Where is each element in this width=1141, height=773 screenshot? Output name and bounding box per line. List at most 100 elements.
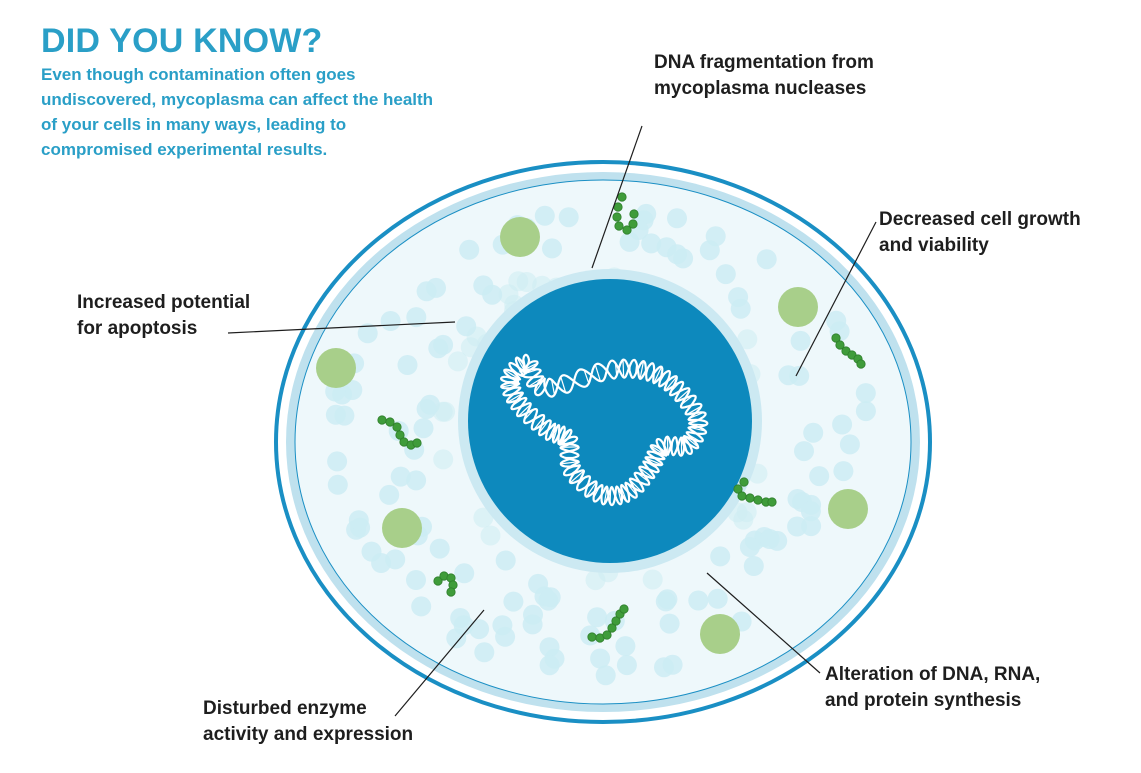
- mycoplasma-cell: [831, 333, 841, 343]
- vesicle: [655, 591, 676, 612]
- vesicle: [839, 434, 860, 455]
- vesicle: [327, 451, 348, 472]
- mycoplasma-cell: [433, 576, 443, 586]
- leader-line-synthesis: [706, 572, 821, 674]
- vesicle: [737, 329, 758, 350]
- vesicle: [454, 563, 475, 584]
- dna-rung: [653, 366, 663, 384]
- mycoplasma-cell: [612, 212, 622, 222]
- vesicle: [800, 501, 821, 522]
- mycoplasma-cell: [629, 209, 639, 219]
- dna-rung: [560, 461, 579, 465]
- vesicle: [539, 655, 560, 676]
- dna-icon: [499, 353, 709, 507]
- vesicle: [743, 556, 764, 576]
- vesicle: [357, 323, 378, 344]
- mycoplasma-icon: [377, 415, 422, 450]
- dna-rung: [560, 376, 567, 393]
- organelle-icon: [500, 217, 540, 257]
- vesicle: [736, 502, 757, 523]
- vesicle: [459, 239, 480, 260]
- mycoplasma-cell: [385, 417, 395, 427]
- vesicle: [379, 484, 400, 505]
- vesicle: [826, 310, 847, 331]
- organelle-icon: [316, 348, 356, 388]
- dna-rung: [560, 446, 579, 448]
- vesicle: [590, 648, 611, 669]
- vesicle: [542, 238, 562, 259]
- dna-rung: [664, 376, 678, 391]
- cell-membrane-outer: [274, 160, 932, 724]
- dna-rung: [517, 403, 532, 417]
- callout-dna-fragmentation: DNA fragmentation from mycoplasma nuclea…: [654, 50, 874, 102]
- vesicle: [787, 516, 808, 537]
- mycoplasma-cell: [856, 359, 866, 369]
- vesicle: [390, 466, 411, 487]
- vesicle: [739, 537, 760, 557]
- vesicle: [456, 316, 477, 337]
- vesicle: [707, 588, 728, 609]
- callout-line: for apoptosis: [77, 318, 198, 339]
- mycoplasma-icon: [831, 333, 866, 369]
- vesicle: [473, 507, 494, 528]
- vesicle: [558, 207, 579, 228]
- vesicle: [416, 281, 437, 302]
- mycoplasma-cell: [617, 192, 627, 202]
- dna-rung: [551, 379, 556, 395]
- vesicle: [688, 590, 709, 611]
- mycoplasma-icon: [433, 571, 458, 597]
- vesicle: [522, 614, 543, 635]
- organelle-icon: [700, 614, 740, 654]
- leader-line-dna-fragmentation: [591, 125, 643, 269]
- vesicle: [474, 642, 495, 663]
- organelle-icon: [382, 508, 422, 548]
- mycoplasma-cell: [607, 623, 617, 633]
- dna-rung: [639, 361, 645, 379]
- dna-rung: [639, 467, 654, 479]
- vesicle: [495, 550, 516, 571]
- callout-line: Decreased cell growth: [879, 209, 1081, 230]
- vesicle: [433, 449, 454, 470]
- organelle-icon: [828, 489, 868, 529]
- vesicle: [699, 240, 720, 261]
- mycoplasma-icon: [612, 192, 639, 235]
- vesicle: [587, 607, 608, 628]
- vesicle: [801, 516, 822, 537]
- mycoplasma-cell: [835, 340, 845, 350]
- dna-rung: [686, 405, 702, 415]
- vesicle: [832, 414, 853, 435]
- callout-line: activity and expression: [203, 724, 414, 745]
- callout-enzyme: Disturbed enzyme activity and expression: [203, 696, 413, 748]
- callout-line: and protein synthesis: [825, 690, 1022, 711]
- dna-rung: [594, 364, 601, 382]
- mycoplasma-cell: [614, 221, 624, 231]
- dna-rung: [583, 370, 590, 384]
- mycoplasma-cell: [739, 477, 749, 487]
- vesicle: [794, 441, 814, 462]
- vesicle: [503, 591, 524, 612]
- vesicle: [469, 619, 490, 640]
- mycoplasma-cell: [619, 604, 629, 614]
- vesicle: [397, 355, 418, 375]
- dna-rung: [504, 369, 521, 380]
- callout-line: mycoplasma nucleases: [654, 78, 867, 99]
- vesicle: [348, 510, 369, 531]
- vesicle: [662, 654, 683, 675]
- mycoplasma-cell: [587, 632, 597, 642]
- callout-apoptosis: Increased potential for apoptosis: [77, 290, 250, 342]
- dna-rung: [533, 416, 545, 430]
- mycoplasma-cell: [628, 219, 638, 229]
- leader-line-apoptosis: [227, 321, 456, 334]
- vesicle: [667, 208, 687, 229]
- vesicle: [429, 538, 450, 559]
- vesicle: [413, 418, 434, 439]
- vesicle: [380, 311, 401, 331]
- vesicle: [325, 404, 346, 425]
- mycoplasma-cell: [392, 422, 402, 432]
- mycoplasma-group: [377, 192, 866, 643]
- vesicle: [480, 525, 501, 546]
- vesicle: [710, 546, 731, 567]
- vesicle: [833, 461, 854, 482]
- vesicle: [855, 383, 876, 404]
